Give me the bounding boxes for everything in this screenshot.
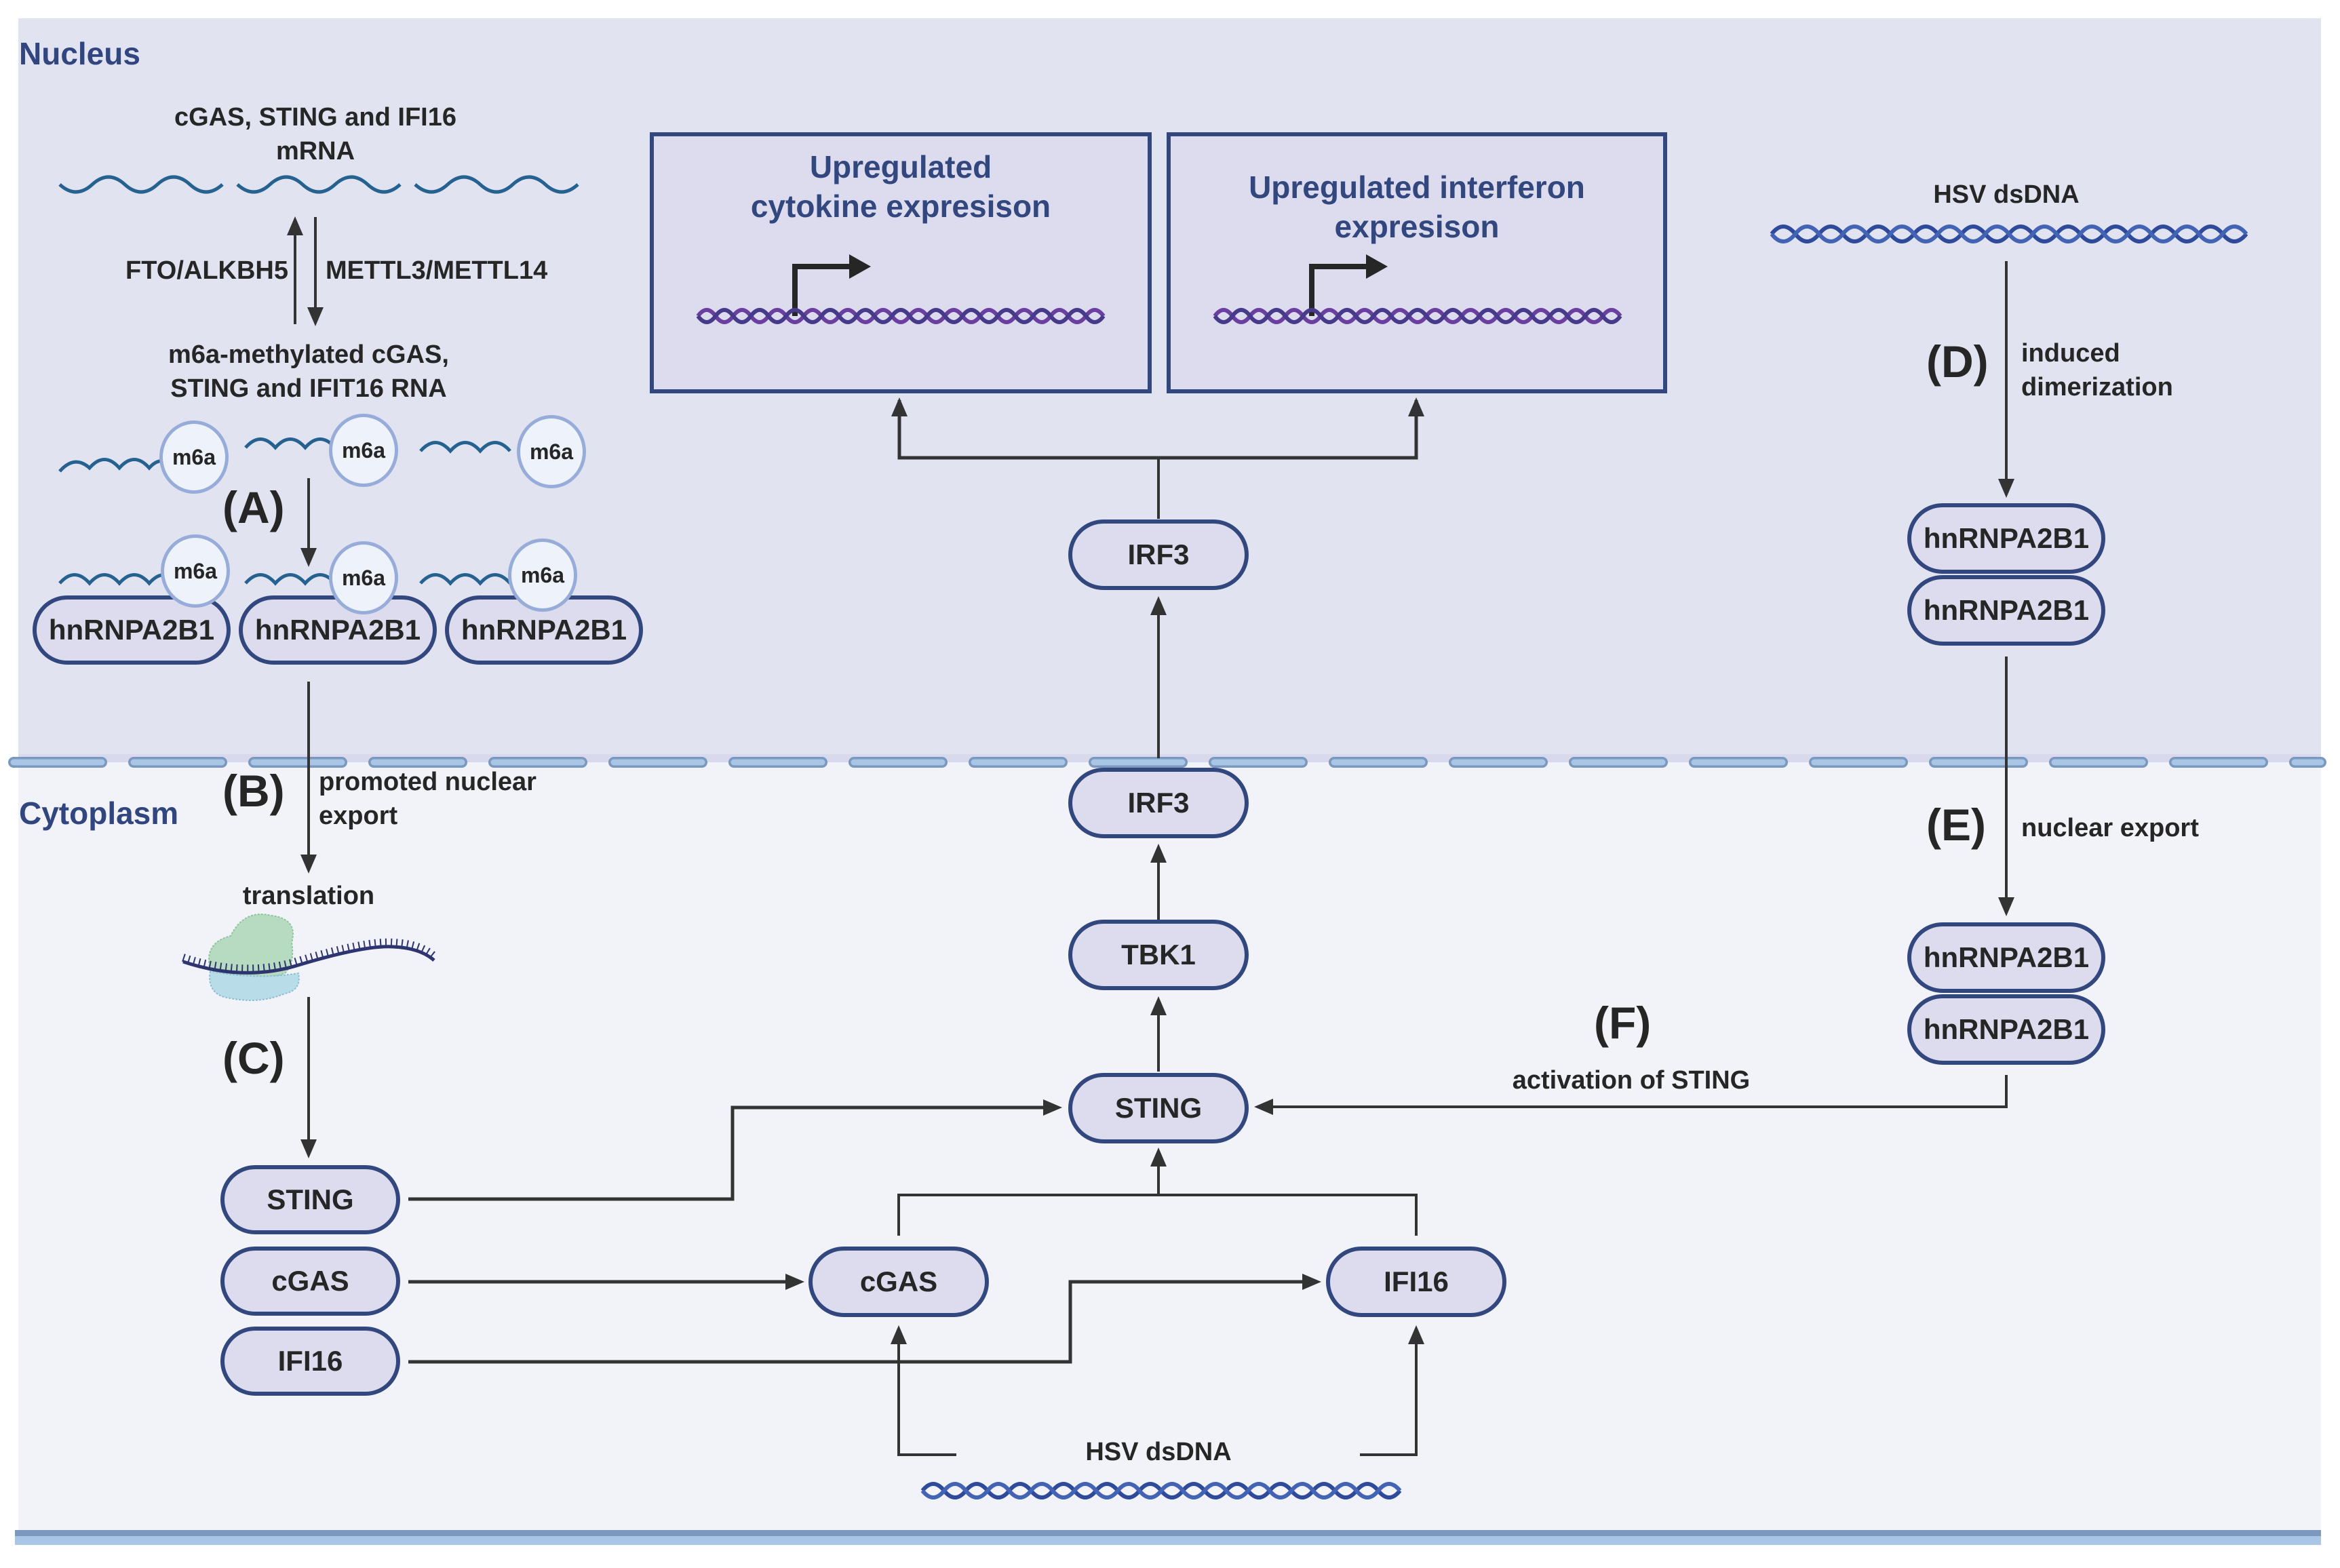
hnrnpa2b1-dimer-nuclear-top: hnRNPA2B1 bbox=[1907, 503, 2105, 574]
mrna-title-line1: cGAS, STING and IFI16 bbox=[174, 103, 456, 132]
step-f-arrow bbox=[1254, 1075, 2008, 1115]
m6a-mark: m6a bbox=[161, 534, 230, 608]
hnrnpa2b1-reader: hnRNPA2B1 bbox=[239, 595, 437, 665]
gene-promoter-icon bbox=[1213, 254, 1622, 324]
m6a-mark: m6a bbox=[508, 538, 577, 612]
irf3-cytoplasmic-node: IRF3 bbox=[1068, 768, 1249, 838]
step-d-label: (D) bbox=[1926, 336, 1989, 387]
methylated-title-line1: m6a-methylated cGAS, bbox=[168, 340, 449, 369]
step-f-text: activation of STING bbox=[1512, 1066, 1751, 1095]
translation-label: translation bbox=[242, 882, 375, 910]
gene-promoter-icon bbox=[696, 254, 1106, 324]
sting-protein: STING bbox=[220, 1165, 400, 1234]
cell-membrane-outer bbox=[15, 1530, 2321, 1536]
bound-rna-waves bbox=[58, 573, 511, 586]
sting-node: STING bbox=[1068, 1073, 1249, 1143]
cgas-node: cGAS bbox=[808, 1247, 989, 1317]
interferon-title-line2: expresison bbox=[1334, 209, 1500, 244]
dsdna-to-ifi16-arrow bbox=[1360, 1325, 1424, 1456]
methylated-rna-waves bbox=[58, 437, 511, 476]
m6a-mark: m6a bbox=[329, 541, 398, 614]
cytoplasm-region bbox=[18, 761, 2321, 1530]
hnrnpa2b1-dimer-cyto-top: hnRNPA2B1 bbox=[1907, 922, 2105, 993]
cytokine-title-line2: cytokine expresison bbox=[750, 189, 1051, 224]
step-b-label: (B) bbox=[222, 766, 285, 816]
cell-membrane-inner bbox=[15, 1536, 2321, 1545]
cytoplasm-label: Cytoplasm bbox=[19, 796, 179, 831]
mrna-title-line2: mRNA bbox=[275, 137, 355, 165]
step-c-label: (C) bbox=[222, 1033, 285, 1083]
mrna-waves bbox=[58, 175, 579, 194]
hnrnpa2b1-dimer-cyto-bottom: hnRNPA2B1 bbox=[1907, 994, 2105, 1065]
step-b-text-line2: export bbox=[319, 802, 398, 830]
sting-to-sting-connector bbox=[408, 1099, 1062, 1201]
step-e-text: nuclear export bbox=[2021, 814, 2199, 842]
cytokine-expression-box: Upregulated cytokine expresison bbox=[650, 132, 1152, 393]
interferon-title-line1: Upregulated interferon bbox=[1249, 170, 1585, 205]
hsv-dsdna-helix-bottom bbox=[920, 1482, 1402, 1500]
m6a-mark: m6a bbox=[159, 420, 229, 494]
step-a-label: (A) bbox=[222, 482, 285, 532]
sensor-merge-connector bbox=[897, 1194, 1418, 1236]
tbk1-node: TBK1 bbox=[1068, 920, 1249, 990]
step-f-label: (F) bbox=[1594, 998, 1652, 1048]
step-d-text-line2: dimerization bbox=[2021, 373, 2173, 401]
interferon-expression-box: Upregulated interferon expresison bbox=[1167, 132, 1667, 393]
irf3-nuclear-node: IRF3 bbox=[1068, 520, 1249, 590]
ifi16-protein: IFI16 bbox=[220, 1327, 400, 1396]
step-b-text: promoted nuclear export bbox=[319, 765, 537, 833]
step-e-label: (E) bbox=[1926, 800, 1986, 850]
m6a-mark: m6a bbox=[517, 415, 586, 488]
demethylase-label: FTO/ALKBH5 bbox=[125, 256, 288, 285]
cytokine-expression-title: Upregulated cytokine expresison bbox=[654, 147, 1148, 226]
cgas-protein: cGAS bbox=[220, 1247, 400, 1316]
interferon-expression-title: Upregulated interferon expresison bbox=[1171, 168, 1663, 246]
hsv-dsdna-label-cytoplasm: HSV dsDNA bbox=[1085, 1438, 1232, 1466]
irf3-branch-connector bbox=[897, 400, 1418, 460]
step-b-text-line1: promoted nuclear bbox=[319, 768, 537, 796]
cytokine-title-line1: Upregulated bbox=[809, 149, 992, 184]
methylated-rna-title: m6a-methylated cGAS, STING and IFIT16 RN… bbox=[129, 338, 488, 406]
hsv-dsdna-helix-top bbox=[1770, 224, 2248, 243]
ifi16-node: IFI16 bbox=[1326, 1247, 1506, 1317]
dsdna-to-cgas-arrow bbox=[891, 1325, 956, 1456]
mrna-title: cGAS, STING and IFI16 mRNA bbox=[146, 100, 485, 168]
nuclear-membrane bbox=[8, 754, 2326, 768]
m6a-mark: m6a bbox=[329, 414, 398, 487]
hsv-dsdna-label-nucleus: HSV dsDNA bbox=[1933, 180, 2080, 209]
step-d-text-line1: induced bbox=[2021, 339, 2120, 368]
methylated-title-line2: STING and IFIT16 RNA bbox=[170, 374, 447, 403]
ifi16-to-ifi16-connector bbox=[408, 1274, 1321, 1364]
nucleus-label: Nucleus bbox=[19, 36, 140, 71]
step-d-text: induced dimerization bbox=[2021, 336, 2173, 404]
ribosome-icon bbox=[182, 914, 437, 1001]
hnrnpa2b1-dimer-nuclear-bottom: hnRNPA2B1 bbox=[1907, 575, 2105, 646]
methylase-label: METTL3/METTL14 bbox=[326, 256, 548, 285]
